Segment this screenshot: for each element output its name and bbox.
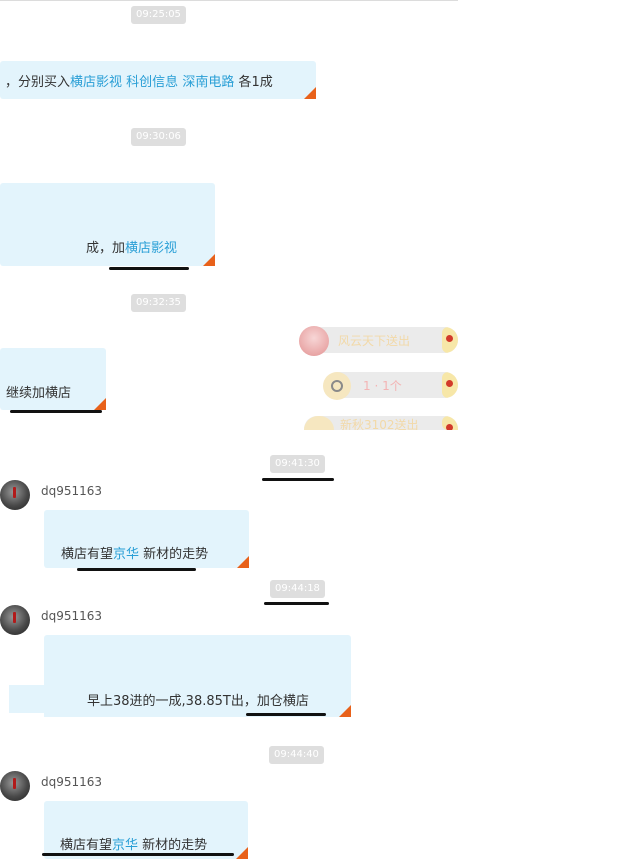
stock-link[interactable]: 科创信息 [126, 75, 179, 90]
gift-sticker-icon [442, 416, 458, 430]
corner-badge-icon [237, 556, 249, 568]
gift-banner: 新秋3102送出 [304, 416, 458, 430]
underline-mark [42, 853, 234, 856]
chat-bubble: 横店有望京华 新材的走势 [44, 510, 249, 568]
underline-mark [262, 478, 334, 481]
chat-bubble: 继续加横店 [0, 348, 106, 410]
gift-banner-text: 风云天下送出 [338, 334, 411, 348]
corner-badge-icon [94, 398, 106, 410]
message-text: 横店有望京华 新材的走势 [61, 547, 209, 562]
stock-link[interactable]: 横店影视 [125, 241, 178, 256]
gift-sticker-icon [442, 372, 458, 398]
timestamp: 09:30:06 [131, 128, 186, 146]
default-avatar-icon [331, 380, 343, 392]
user-avatar [304, 416, 334, 430]
stock-link[interactable]: 深南电路 [182, 75, 235, 90]
timestamp: 09:25:05 [131, 6, 186, 24]
gift-sticker-icon [442, 327, 458, 353]
gift-banner-text: 新秋3102送出 [340, 418, 419, 430]
gift-banner-text: 1 · 1个 [363, 379, 402, 393]
underline-mark [246, 713, 326, 716]
timestamp: 09:32:35 [131, 294, 186, 312]
user-avatar[interactable] [0, 771, 30, 801]
message-text: 横店有望京华 新材的走势 [60, 838, 208, 853]
user-avatar[interactable] [0, 605, 30, 635]
corner-badge-icon [339, 705, 351, 717]
timestamp: 09:41:30 [270, 455, 325, 473]
corner-badge-icon [304, 87, 316, 99]
message-text: 早上38进的一成,38.85T出，加仓横店 [87, 694, 309, 709]
underline-mark [109, 267, 189, 270]
user-avatar [299, 326, 329, 356]
message-text: ，分别买入横店影视 科创信息 深南电路 各1成 [5, 75, 273, 90]
username[interactable]: dq951163 [41, 775, 103, 789]
chat-bubble: 早上38进的一成,38.85T出，加仓横店 [44, 635, 351, 717]
underline-mark [10, 410, 102, 413]
username[interactable]: dq951163 [41, 484, 103, 498]
bubble-selection-edge [9, 685, 45, 713]
user-avatar[interactable] [0, 480, 30, 510]
timestamp: 09:44:18 [270, 580, 325, 598]
username[interactable]: dq951163 [41, 609, 103, 623]
chat-bubble: 成，加横店影视 [0, 183, 215, 266]
chat-bubble: ，分别买入横店影视 科创信息 深南电路 各1成 [0, 61, 316, 99]
message-text: 继续加横店 [6, 386, 72, 401]
corner-badge-icon [203, 254, 215, 266]
stock-link[interactable]: 京华 [112, 838, 139, 853]
stock-link[interactable]: 京华 [113, 547, 140, 562]
underline-mark [264, 602, 329, 605]
stock-link[interactable]: 横店影视 [70, 75, 123, 90]
message-text: 成，加横店影视 [86, 241, 178, 256]
gift-banner: 1 · 1个 [325, 372, 458, 398]
top-divider [0, 0, 458, 1]
corner-badge-icon [236, 847, 248, 859]
user-avatar [323, 372, 351, 400]
timestamp: 09:44:40 [269, 746, 324, 764]
chat-bubble: 横店有望京华 新材的走势 [44, 801, 248, 859]
underline-mark [77, 568, 196, 571]
